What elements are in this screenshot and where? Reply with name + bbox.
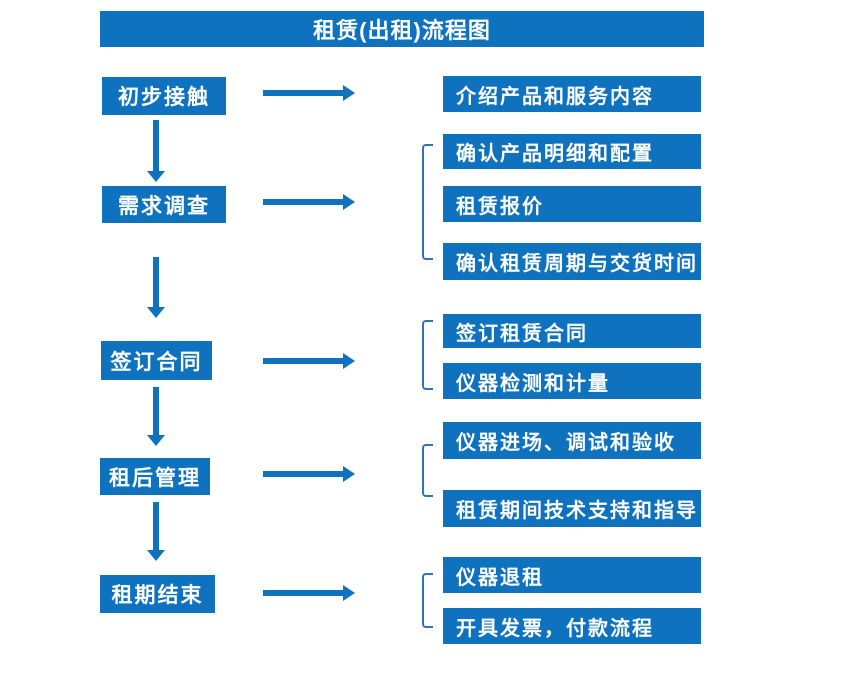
detail-instrument-return: 仪器退租: [443, 557, 701, 593]
arrow-head: [343, 585, 355, 601]
step-rental-end: 租期结束: [100, 575, 215, 613]
detail-introduce-products-services: 介绍产品和服务内容: [443, 76, 701, 112]
detail-instrument-setup-acceptance: 仪器进场、调试和验收: [443, 422, 701, 459]
detail-rental-quotation: 租赁报价: [443, 186, 701, 222]
arrow-head: [343, 85, 355, 101]
detail-instrument-testing-metering: 仪器检测和计量: [443, 363, 701, 399]
flowchart-title: 租赁(出租)流程图: [100, 11, 704, 47]
arrow-shaft: [153, 120, 159, 172]
arrow-down-icon: [147, 387, 165, 446]
group-bracket: [422, 444, 433, 497]
group-bracket: [422, 573, 433, 628]
arrow-shaft: [263, 590, 344, 596]
arrow-head: [343, 194, 355, 210]
arrow-shaft: [153, 387, 159, 436]
group-bracket: [422, 320, 433, 390]
step-demand-survey: 需求调查: [102, 186, 226, 223]
arrow-head: [147, 307, 165, 318]
group-bracket: [422, 144, 433, 260]
arrow-head: [343, 353, 355, 369]
arrow-right-icon: [263, 194, 355, 210]
arrow-right-icon: [263, 353, 355, 369]
arrow-shaft: [263, 471, 344, 477]
step-initial-contact: 初步接触: [102, 77, 226, 115]
arrow-head: [147, 435, 165, 446]
arrow-down-icon: [147, 257, 165, 318]
arrow-shaft: [153, 502, 159, 551]
arrow-shaft: [263, 358, 344, 364]
arrow-right-icon: [263, 585, 355, 601]
arrow-shaft: [263, 199, 344, 205]
detail-confirm-rental-period-delivery: 确认租赁周期与交货时间: [443, 243, 701, 280]
arrow-head: [147, 550, 165, 561]
detail-technical-support-guidance: 租赁期间技术支持和指导: [443, 490, 701, 527]
arrow-head: [147, 171, 165, 182]
arrow-head: [343, 466, 355, 482]
detail-invoice-payment-process: 开具发票，付款流程: [443, 608, 701, 644]
step-post-rental-management: 租后管理: [100, 458, 210, 495]
arrow-shaft: [153, 257, 159, 308]
step-sign-contract: 签订合同: [101, 341, 212, 380]
arrow-right-icon: [263, 466, 355, 482]
arrow-shaft: [263, 90, 344, 96]
detail-confirm-product-specs: 确认产品明细和配置: [443, 134, 701, 169]
arrow-down-icon: [147, 502, 165, 561]
arrow-down-icon: [147, 120, 165, 182]
detail-sign-rental-contract: 签订租赁合同: [443, 314, 701, 348]
arrow-right-icon: [263, 85, 355, 101]
